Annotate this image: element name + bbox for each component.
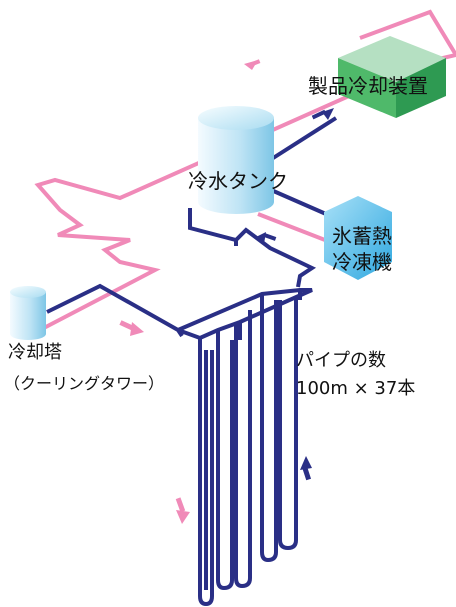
flow-arrow-pink-tower <box>119 320 144 336</box>
product-cooler-label: 製品冷却装置 <box>308 74 428 98</box>
flow-arrow-navy-tank <box>254 232 277 244</box>
cold-water-tank <box>198 106 274 214</box>
cooling-tower-label: 冷却塔 <box>8 342 62 363</box>
cold-water-tank-label: 冷水タンク <box>188 169 288 193</box>
pipe-count-title: パイプの数 <box>296 350 386 371</box>
pink-pipe-hex-link <box>257 212 326 242</box>
product-cooler-cube <box>338 36 446 118</box>
cooling-tower-cylinder <box>10 286 46 340</box>
borehole-pipes <box>198 296 298 607</box>
ice-storage-label-line2: 冷凍機 <box>332 250 392 274</box>
flow-arrow-pink-top <box>244 59 261 70</box>
pipe-count-value: 100m × 37本 <box>296 378 416 399</box>
ice-storage-label-line1: 氷蓄熱 <box>332 224 392 248</box>
flow-arrow-pink-down <box>175 497 190 524</box>
flow-arrow-navy-up <box>300 456 312 481</box>
cooling-tower-note: （クーリングタワー） <box>4 374 165 393</box>
flow-arrow-navy-cooler <box>311 108 334 120</box>
navy-pipe-network <box>46 116 338 350</box>
ice-storage-hexagon <box>324 196 392 280</box>
